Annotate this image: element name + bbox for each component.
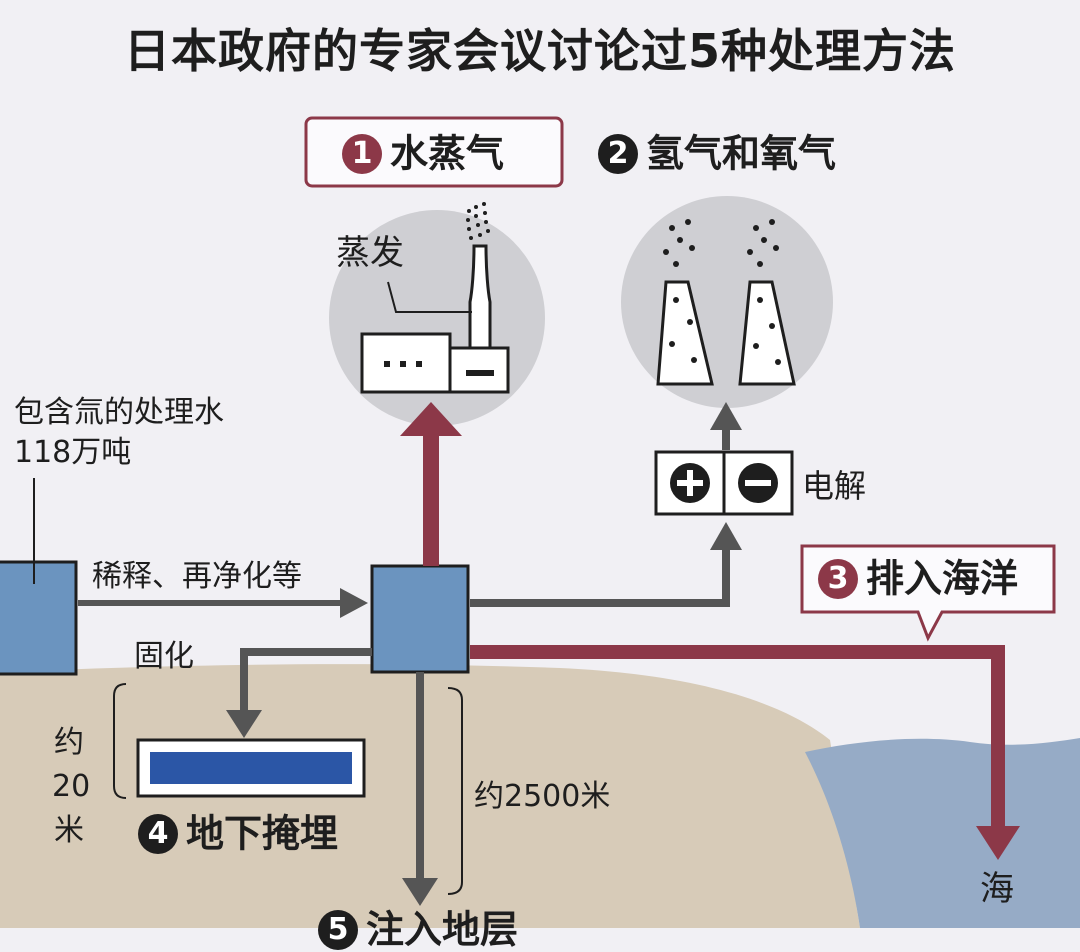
depth-short-label-3: 米 [54, 813, 84, 848]
sea-area [805, 738, 1080, 928]
treated-water-amount: 118万吨 [14, 435, 132, 470]
plus-circle-icon [670, 463, 710, 503]
option-3-text: 排入海洋 [866, 556, 1019, 601]
page-title: 日本政府的专家会议讨论过5种处理方法 [123, 24, 956, 78]
option-5-text: 注入地层 [366, 907, 519, 952]
evaporation-plant-unit [448, 346, 510, 394]
option-5-number: 5 [318, 909, 358, 950]
dilute-arrow-head [340, 588, 368, 618]
option-1-text: 水蒸气 [390, 131, 505, 176]
treated-water-label: 包含氚的处理水 [14, 395, 224, 430]
option-2-text: 氢气和氧气 [646, 131, 837, 176]
solidify-label: 固化 [134, 639, 194, 674]
solidify-route [240, 648, 372, 712]
plant-unit-bar [466, 370, 494, 376]
dilute-label: 稀释、再净化等 [92, 559, 302, 594]
gas-chimney-left [656, 280, 714, 386]
ground-area [0, 664, 860, 928]
buried-block [150, 752, 352, 784]
injection-route-head [402, 878, 438, 906]
depth-bracket-short [113, 683, 127, 799]
gas-dots [663, 219, 781, 365]
option-4-number: 4 [138, 813, 178, 854]
steam-dots [466, 202, 490, 240]
treatment-hub [370, 564, 470, 674]
minus-circle-icon [738, 463, 778, 503]
solidify-route-head [226, 710, 262, 738]
option-3-number: 3 [818, 558, 858, 599]
gas-chimney-right [738, 280, 796, 386]
plant-window-dots [384, 361, 422, 367]
depth-bracket-long [447, 687, 463, 895]
evaporate-leader [387, 281, 472, 313]
gas-route-head [710, 402, 742, 430]
depth-long-label: 约2500米 [474, 779, 611, 814]
electrolysis-route [470, 546, 730, 607]
electrolysis-route-head [710, 522, 742, 550]
vapor-arrow-head [400, 402, 462, 436]
option-2-number: 2 [598, 133, 638, 174]
gas-bubble [621, 196, 833, 408]
option-4-text: 地下掩埋 [186, 811, 339, 856]
vapor-arrow-shaft [423, 430, 439, 566]
sea-label: 海 [980, 869, 1014, 909]
diagram-graphics [0, 116, 1080, 928]
depth-short-label-1: 约 [54, 725, 84, 760]
option-1-number: 1 [342, 133, 382, 174]
source-tank [0, 560, 78, 676]
option-3-callout [800, 544, 1056, 642]
sea-discharge-head [976, 826, 1020, 860]
electrolysis-label: 电解 [802, 467, 867, 505]
sea-discharge-route [470, 645, 1005, 830]
evaporate-label: 蒸发 [336, 233, 404, 273]
depth-short-label-2: 20 [52, 769, 91, 804]
evaporation-chimney [468, 244, 492, 350]
